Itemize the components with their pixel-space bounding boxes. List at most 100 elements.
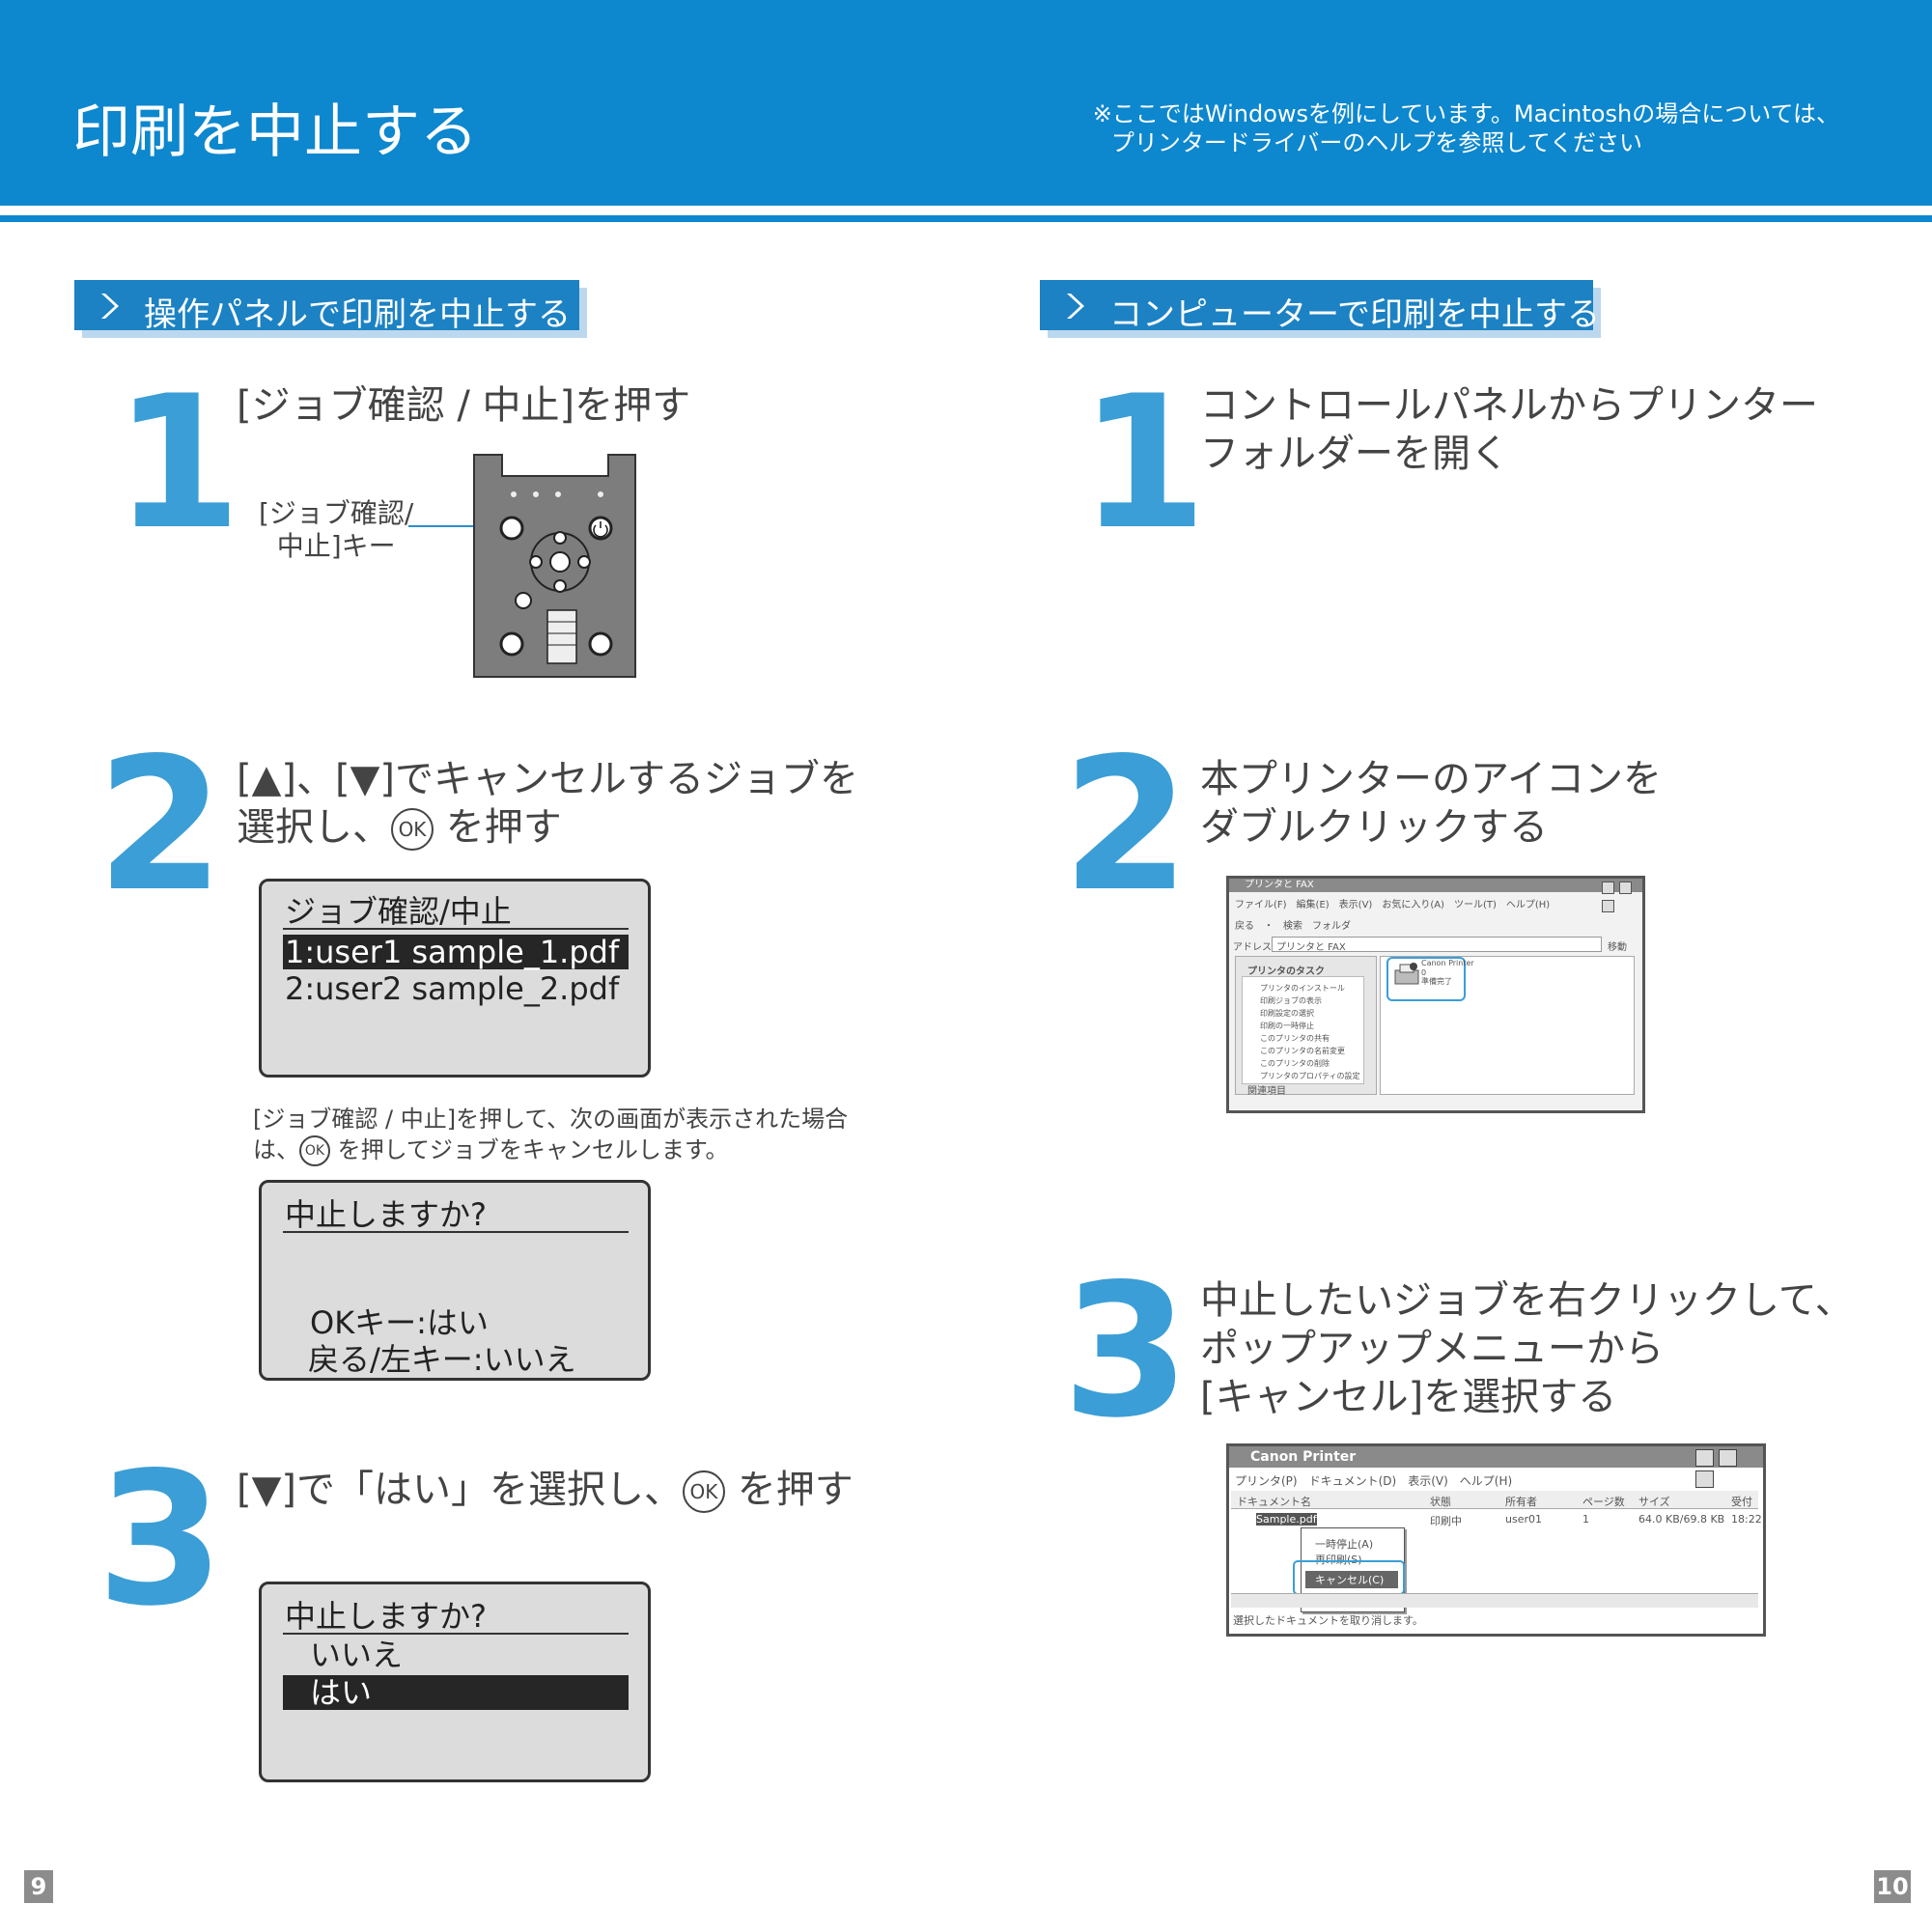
window-controls[interactable] — [1695, 1449, 1759, 1488]
window-controls[interactable] — [1602, 880, 1640, 912]
window-menubar[interactable]: ファイル(F) 編集(E) 表示(V) お気に入り(A) ツール(T) ヘルプ(… — [1235, 900, 1551, 910]
task-item[interactable]: このプリンタの名前変更 — [1260, 1047, 1345, 1055]
section-heading-panel: 操作パネルで印刷を中止する — [74, 280, 579, 334]
column-header[interactable]: サイズ — [1638, 1496, 1670, 1508]
lcd-job-list: ジョブ確認/中止 1:user1 sample_1.pdf 2:user2 sa… — [259, 879, 651, 1078]
go-button[interactable]: 移動 — [1608, 942, 1627, 953]
header-note-line2: プリンタードライバーのヘルプを参照してください — [1110, 129, 1642, 156]
lcd-underline — [283, 928, 629, 930]
step-instruction: [▲]、[▼]でキャンセルするジョブを 選択し、OK を押す — [237, 757, 858, 851]
lcd-title: 中止しますか? — [285, 1598, 487, 1635]
step-instruction: [▼]で「はい」を選択し、OK を押す — [237, 1468, 854, 1513]
printer-status: 0 — [1421, 968, 1427, 977]
cancel-highlight — [1293, 1560, 1405, 1595]
chevron-right-icon — [101, 294, 119, 319]
printer-highlight — [1386, 957, 1466, 1001]
task-list: プリンタのインストール印刷ジョブの表示印刷設定の選択印刷の一時停止このプリンタの… — [1242, 976, 1364, 1084]
header-rule — [0, 215, 1932, 222]
window-titlebar: Canon Printer — [1229, 1446, 1763, 1468]
section-heading-text: コンピューターで印刷を中止する — [1109, 295, 1600, 334]
window-titlebar: プリンタと FAX — [1229, 879, 1642, 892]
table-cell: 64.0 KB/69.8 KB — [1638, 1513, 1725, 1526]
lcd-window — [501, 454, 609, 477]
section-heading-computer: コンピューターで印刷を中止する — [1040, 280, 1600, 334]
printer-icon[interactable] — [1392, 961, 1421, 990]
lcd-row-selected: 1:user1 sample_1.pdf — [285, 934, 620, 970]
scrollbar[interactable] — [1231, 1593, 1758, 1608]
printer-name[interactable]: Canon Printer — [1421, 959, 1474, 967]
task-item[interactable]: このプリンタの削除 — [1260, 1059, 1330, 1068]
printers-fax-window: プリンタと FAX ファイル(F) 編集(E) 表示(V) お気に入り(A) ツ… — [1226, 876, 1645, 1113]
lcd-underline — [283, 1231, 629, 1233]
key-callout: [ジョブ確認/ 中止]キー — [259, 497, 414, 562]
printer-state: 準備完了 — [1421, 977, 1452, 986]
status-bar: 選択したドキュメントを取り消します。 — [1233, 1614, 1423, 1627]
chevron-right-icon — [1067, 294, 1084, 319]
lcd-title: 中止しますか? — [285, 1196, 487, 1233]
context-menu-item[interactable]: 一時停止(A) — [1315, 1538, 1374, 1551]
lcd-highlight — [283, 1675, 629, 1710]
task-pane-title: プリンタのタスク — [1247, 966, 1325, 977]
lcd-row: いいえ — [310, 1637, 404, 1673]
column-header[interactable]: ドキュメント名 — [1237, 1496, 1311, 1508]
table-cell: 1 — [1582, 1513, 1589, 1526]
task-item[interactable]: 印刷設定の選択 — [1260, 1009, 1314, 1018]
step-number: 2 — [97, 718, 225, 932]
lcd-confirm-select: 中止しますか? いいえ はい — [259, 1582, 651, 1782]
control-panel-image — [473, 454, 636, 678]
step-instruction: 本プリンターのアイコンを ダブルクリックする — [1200, 757, 1662, 850]
page-title: 印刷を中止する — [72, 98, 478, 166]
page-number-left: 9 — [24, 1870, 53, 1903]
lcd-title: ジョブ確認/中止 — [285, 893, 512, 930]
column-header[interactable]: 所有者 — [1505, 1496, 1537, 1508]
header-note-line1: ※ここではWindowsを例にしています。Macintoshの場合については、 — [1092, 100, 1839, 127]
queue-header: ドキュメント名 状態 所有者 ページ数 サイズ 受付 — [1231, 1491, 1758, 1509]
context-menu-item[interactable]: 再印刷(S) — [1315, 1554, 1362, 1566]
column-header[interactable]: ページ数 — [1582, 1496, 1625, 1508]
context-menu-item[interactable]: キャンセル(C) — [1305, 1571, 1398, 1588]
step-number: 2 — [1062, 718, 1190, 932]
task-item[interactable]: プリンタのプロパティの設定 — [1260, 1072, 1360, 1080]
table-cell: 印刷中 — [1430, 1515, 1462, 1527]
table-cell: user01 — [1505, 1513, 1542, 1526]
ok-key-icon: OK — [299, 1135, 330, 1166]
lcd-row: 戻る/左キー:いいえ — [308, 1341, 576, 1378]
ok-key-icon: OK — [682, 1470, 725, 1513]
lcd-underline — [283, 1633, 629, 1635]
ok-key-icon: OK — [391, 808, 434, 851]
address-field[interactable]: プリンタと FAX — [1272, 937, 1602, 953]
table-cell: 18:22 — [1731, 1513, 1762, 1526]
lcd-row-selected: はい — [310, 1674, 373, 1711]
lcd-row: 2:user2 sample_2.pdf — [285, 970, 620, 1007]
task-item[interactable]: 印刷ジョブの表示 — [1260, 996, 1322, 1005]
print-queue-window: Canon Printer プリンタ(P) ドキュメント(D) 表示(V) ヘル… — [1226, 1443, 1766, 1637]
page-number-right: 10 — [1874, 1870, 1911, 1903]
window-menubar[interactable]: プリンタ(P) ドキュメント(D) 表示(V) ヘルプ(H) — [1235, 1474, 1513, 1488]
table-cell: Sample.pdf — [1256, 1513, 1317, 1526]
address-label: アドレス(D) — [1233, 942, 1287, 953]
task-item[interactable]: このプリンタの共有 — [1260, 1034, 1330, 1043]
task-item[interactable]: プリンタのインストール — [1260, 984, 1345, 993]
step-number: 1 — [1079, 356, 1208, 570]
step-number: 3 — [97, 1433, 225, 1646]
step-instruction: コントロールパネルからプリンター フォルダーを開く — [1200, 383, 1818, 476]
step-note: [ジョブ確認 / 中止]を押して、次の画面が表示された場合 は、OK を押してジ… — [253, 1104, 848, 1166]
header-bar — [0, 0, 1932, 206]
lcd-highlight — [283, 935, 629, 969]
step-instruction: 中止したいジョブを右クリックして、 ポップアップメニューから [キャンセル]を選… — [1200, 1278, 1854, 1419]
lcd-row: OKキー:はい — [310, 1304, 489, 1341]
task-item[interactable]: 印刷の一時停止 — [1260, 1022, 1314, 1030]
step-instruction: [ジョブ確認 / 中止]を押す — [237, 383, 691, 428]
table-row[interactable]: Sample.pdf 印刷中 user01 1 64.0 KB/69.8 KB 18:22 — [1231, 1512, 1762, 1527]
window-toolbar[interactable]: 戻る ・ 検索 フォルダ — [1235, 921, 1351, 932]
column-header[interactable]: 状態 — [1430, 1496, 1451, 1508]
printer-list: Canon Printer 0 準備完了 — [1380, 956, 1635, 1095]
task-pane: プリンタのタスク プリンタのインストール印刷ジョブの表示印刷設定の選択印刷の一時… — [1235, 956, 1377, 1097]
callout-line — [408, 525, 505, 527]
section-heading-text: 操作パネルで印刷を中止する — [144, 295, 571, 334]
job-cancel-key — [499, 516, 524, 541]
lcd-confirm: 中止しますか? OKキー:はい 戻る/左キー:いいえ — [259, 1180, 651, 1381]
column-header[interactable]: 受付 — [1731, 1496, 1752, 1508]
step-number: 1 — [114, 356, 242, 570]
step-number: 3 — [1062, 1245, 1190, 1458]
